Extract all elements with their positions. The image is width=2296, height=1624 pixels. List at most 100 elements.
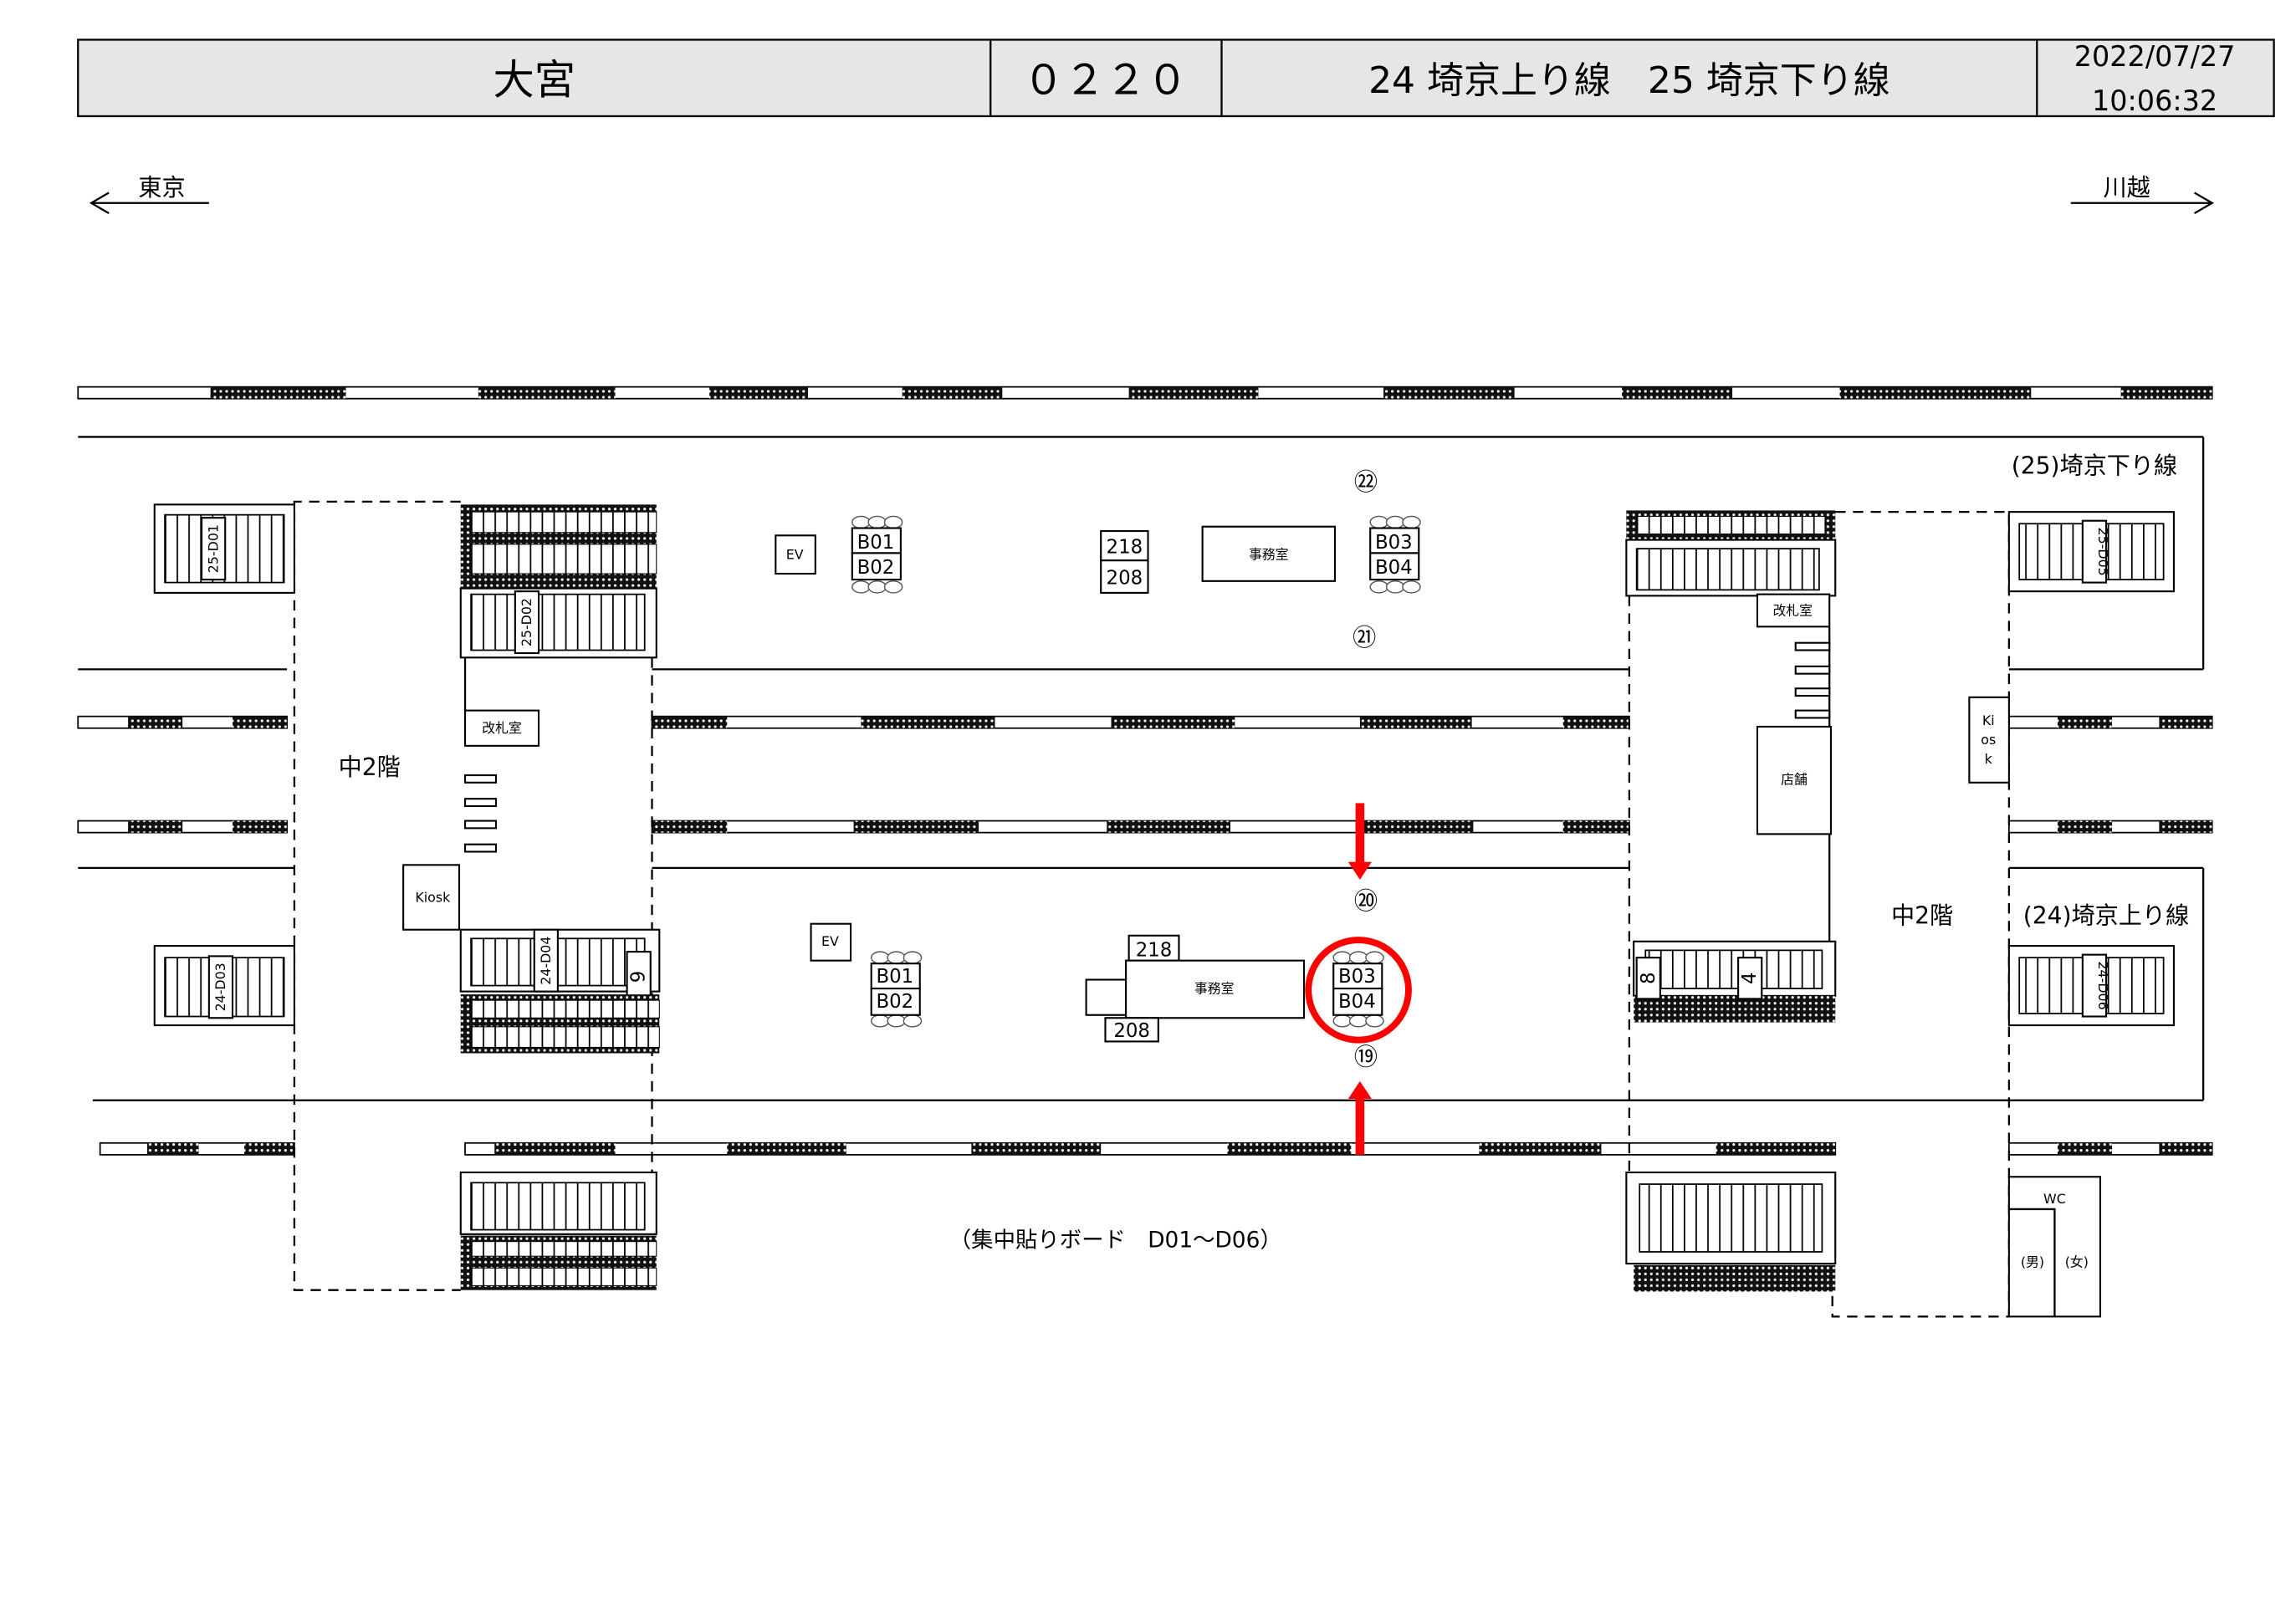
board-b03-b04-upper[interactable]: B03 B04: [1369, 515, 1421, 594]
platform-24-label: (24)埼京上り線: [2023, 902, 2189, 930]
svg-text:店舗: 店舗: [1781, 772, 1808, 788]
svg-text:208: 208: [1107, 567, 1143, 589]
tactile-paving: [1716, 1142, 1836, 1155]
red-arrow-up-icon: [1347, 1080, 1372, 1155]
board-218-lower[interactable]: 218: [1136, 939, 1173, 961]
stair-label: 25-D02: [519, 598, 534, 646]
gates-right: [1794, 641, 1831, 719]
svg-text:B04: B04: [1375, 557, 1413, 579]
stair-25-d01: 25-D01: [153, 503, 295, 594]
svg-text:os: os: [1981, 732, 1996, 748]
tactile-paving: [478, 386, 616, 399]
red-arrow-down-icon: [1347, 803, 1372, 880]
direction-right-label: 川越: [2104, 174, 2150, 202]
ev-lower: EV: [810, 922, 852, 962]
stair-bottom-left: [459, 1171, 657, 1290]
header-bar: 大宮 ０２２０ 24 埼京上り線 25 埼京下り線 2022/07/27 10:…: [77, 38, 2275, 118]
tactile-paving: [1562, 716, 1629, 728]
tactile-paving: [2159, 1142, 2212, 1155]
stair-label: 25-D05: [2095, 528, 2111, 576]
svg-text:218: 218: [1107, 536, 1143, 558]
tactile-paving: [2159, 820, 2212, 833]
tactile-paving: [1107, 820, 1231, 833]
tactile-paving: [1479, 1142, 1602, 1155]
tactile-paving: [1359, 716, 1472, 728]
svg-text:(男): (男): [2021, 1254, 2044, 1270]
highlight-circle: [1305, 937, 1412, 1044]
concourse-right-label: 中2階: [1891, 902, 1953, 930]
board-218-208-upper[interactable]: 218 208: [1100, 529, 1149, 594]
office-upper: 事務室: [1201, 525, 1337, 582]
tactile-paving: [210, 386, 346, 399]
stair-label: 24-D03: [212, 963, 228, 1011]
stair-24-d04: 24-D04 9: [459, 928, 661, 1004]
ticket-office-left: 改札室: [463, 709, 540, 747]
tactile-paving: [853, 820, 979, 833]
svg-text:EV: EV: [786, 546, 804, 562]
direction-right: 川越: [2070, 174, 2214, 215]
tactile-paving: [233, 716, 288, 728]
tactile-paving: [233, 820, 288, 833]
marker-22: ㉒: [1354, 468, 1378, 496]
shop: 店舗: [1756, 725, 1833, 835]
svg-text:k: k: [1985, 751, 1993, 767]
board-208-lower[interactable]: 208: [1113, 1020, 1150, 1042]
tactile-paving: [128, 820, 183, 833]
board-b03-b04-lower[interactable]: B03 B04: [1332, 951, 1384, 1028]
tactile-paving: [2057, 716, 2113, 728]
stair-label: 25-D01: [205, 524, 221, 573]
stair-label: 24-D06: [2095, 961, 2111, 1009]
tactile-paving: [2057, 820, 2113, 833]
stair-number: 8: [1638, 973, 1659, 985]
tactile-paving: [709, 386, 809, 399]
tactile-paving: [244, 1142, 294, 1155]
board-note: （集中貼りボード D01～D06）: [949, 1228, 1282, 1254]
direction-left: 東京: [89, 174, 209, 215]
tactile-paving: [1562, 820, 1629, 833]
ev-upper: EV: [775, 534, 816, 575]
board-b01-b02-upper[interactable]: B01 B02: [851, 515, 903, 594]
platform-edges: [77, 386, 2213, 1156]
station-code: ０２２０: [1023, 56, 1188, 105]
svg-text:改札室: 改札室: [1772, 602, 1813, 618]
wc: WC (男) (女): [2007, 1176, 2102, 1318]
svg-text:事務室: 事務室: [1249, 546, 1289, 562]
tactile-paving: [971, 1142, 1102, 1155]
tactile-paving: [2120, 386, 2212, 399]
stair-25-d02: 25-D02: [459, 587, 657, 659]
stair-right-8-4: 8 4: [1633, 940, 1837, 1023]
tactile-paving: [1839, 386, 2032, 399]
svg-text:改札室: 改札室: [482, 720, 522, 736]
tactile-paving: [1622, 386, 1733, 399]
stair-bottom-right: [1625, 1171, 1837, 1292]
svg-text:Ki: Ki: [1982, 712, 1995, 728]
escalator-upper-right: [1625, 510, 1837, 597]
tactile-paving: [1227, 1142, 1352, 1155]
tactile-paving: [1355, 820, 1474, 833]
marker-20: ⑳: [1354, 887, 1378, 915]
svg-text:B02: B02: [857, 557, 895, 579]
platform-outlines: [78, 436, 2205, 1101]
gates-left: [463, 774, 498, 853]
marker-21: ㉑: [1353, 624, 1376, 651]
platform-25-label: (25)埼京下り線: [2012, 452, 2177, 479]
concourse-left-label: 中2階: [339, 753, 401, 781]
tactile-paving: [128, 716, 183, 728]
stair-24-d06: 24-D06: [2007, 945, 2176, 1027]
board-b01-b02-lower[interactable]: B01 B02: [870, 951, 923, 1028]
tactile-paving: [146, 1142, 199, 1155]
svg-text:(女): (女): [2065, 1254, 2089, 1270]
svg-text:B01: B01: [857, 532, 895, 554]
time: 10:06:32: [2092, 84, 2217, 117]
kiosk-left: Kiosk: [402, 864, 461, 931]
tactile-paving: [494, 1142, 616, 1155]
svg-text:事務室: 事務室: [1194, 980, 1235, 996]
date: 2022/07/27: [2074, 40, 2236, 73]
stair-label: 24-D04: [538, 937, 554, 985]
office-lower: 218 事務室 208: [1085, 934, 1306, 1043]
stair-number: 9: [628, 971, 650, 983]
svg-text:B03: B03: [1338, 966, 1376, 988]
svg-text:B03: B03: [1375, 532, 1413, 554]
line-names: 24 埼京上り線 25 埼京下り線: [1368, 59, 1890, 102]
